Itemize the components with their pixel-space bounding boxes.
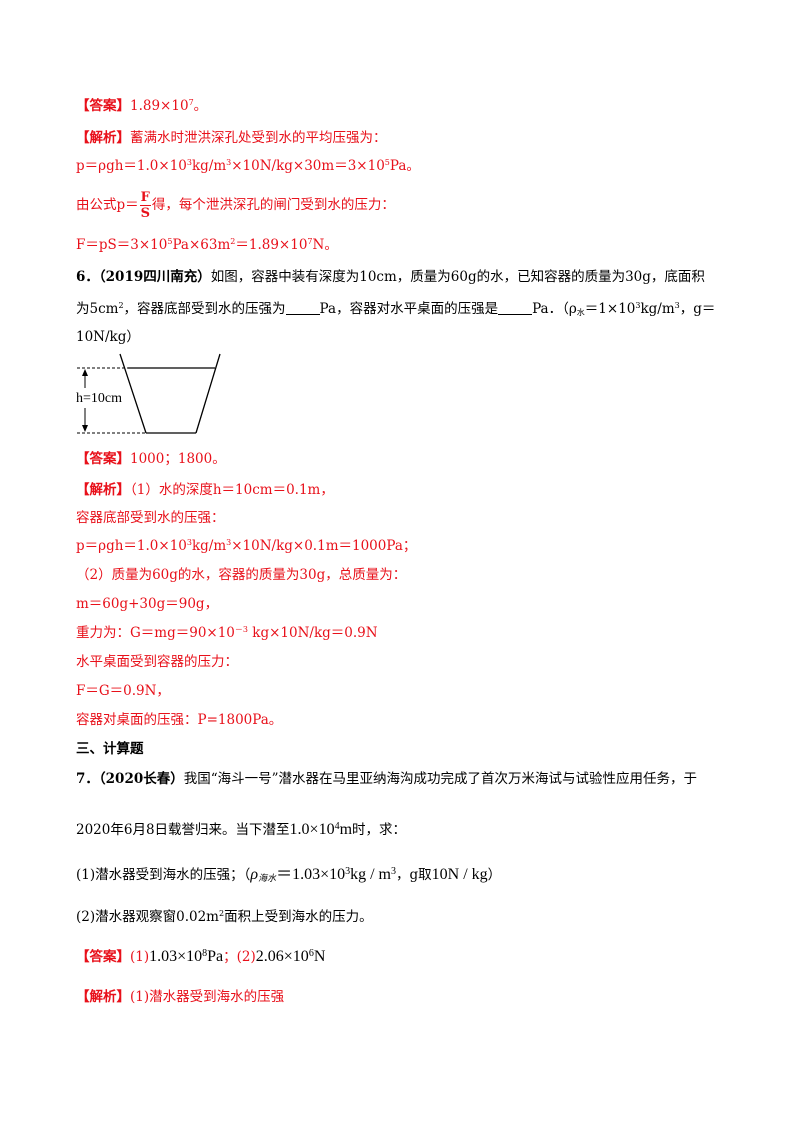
q6-answer-line: 【答案】1000；1800。 xyxy=(76,451,226,467)
answer-blank-1[interactable] xyxy=(285,301,320,315)
q6-analysis-line1: 【解析】（1）水的深度h＝10cm＝0.1m， xyxy=(76,482,334,498)
q7-part2: (2)潜水器观察窗0.02m2面积上受到海水的压力。 xyxy=(76,909,373,925)
q5-answer-line: 【答案】1.89×107。 xyxy=(76,98,208,114)
question-source: （2020长春） xyxy=(98,771,184,787)
q6-analysis-line9: 容器对桌面的压强：P=1800Pa。 xyxy=(76,712,283,728)
arrow-up-icon xyxy=(82,369,88,376)
q6-analysis-line2: 容器底部受到水的压强： xyxy=(76,510,225,526)
q5-formula-force: F＝pS＝3×105Pa×63m2＝1.89×107N。 xyxy=(76,237,338,253)
container-figure: h=10cm xyxy=(76,353,221,434)
q7-analysis-line: 【解析】(1)潜水器受到海水的压强 xyxy=(76,989,285,1005)
question-number: 7． xyxy=(76,771,99,787)
question-number: 6． xyxy=(76,269,99,285)
answer-label: 【答案】 xyxy=(76,949,130,965)
q6-stem-line1: 6．（2019四川南充）如图，容器中装有深度为10cm，质量为60g的水，已知容… xyxy=(76,269,705,285)
section-heading: 三、计算题 xyxy=(76,741,144,757)
q6-analysis-line5: m＝60g+30g＝90g， xyxy=(76,596,219,612)
q6-analysis-line7: 水平桌面受到容器的压力： xyxy=(76,654,238,670)
q5-analysis-line: 【解析】蓄满水时泄洪深孔处受到水的平均压强为： xyxy=(76,130,387,146)
depth-label: h=10cm xyxy=(76,391,122,406)
q6-stem-line3: 10N/kg） xyxy=(76,329,140,345)
q6-analysis-line8: F＝G＝0.9N， xyxy=(76,683,170,699)
analysis-label: 【解析】 xyxy=(76,482,130,498)
q6-analysis-line3: p＝ρgh＝1.0×103kg/m3×10N/kg×0.1m＝1000Pa； xyxy=(76,538,417,554)
answer-label: 【答案】 xyxy=(76,451,130,467)
q6-analysis-line4: （2）质量为60g的水，容器的质量为30g，总质量为： xyxy=(76,567,407,583)
answer-blank-2[interactable] xyxy=(498,301,533,315)
arrow-down-icon xyxy=(82,425,88,432)
q7-answer-line: 【答案】(1)1.03×108Pa；(2)2.06×106N xyxy=(76,948,326,965)
q7-stem-line1: 7．（2020长春）我国“海斗一号”潜水器在马里亚纳海沟成功完成了首次万米海试与… xyxy=(76,771,698,787)
analysis-label: 【解析】 xyxy=(76,130,130,146)
q5-formula-pressure: p＝ρgh＝1.0×103kg/m3×10N/kg×30m＝3×105Pa。 xyxy=(76,158,420,174)
answer-label: 【答案】 xyxy=(76,98,130,114)
container-walls xyxy=(119,353,221,434)
q7-part1: (1)潜水器受到海水的压强；（ρ海水＝1.03×103kg / m3，g取10N… xyxy=(76,866,502,884)
question-source: （2019四川南充） xyxy=(98,269,211,285)
q7-stem-line2: 2020年6月8日载誉归来。当下潜至1.0×104m时，求： xyxy=(76,821,407,838)
q6-analysis-line6: 重力为：G＝mg＝90×10－3 kg×10N/kg＝0.9N xyxy=(76,625,378,641)
analysis-label: 【解析】 xyxy=(76,989,130,1005)
